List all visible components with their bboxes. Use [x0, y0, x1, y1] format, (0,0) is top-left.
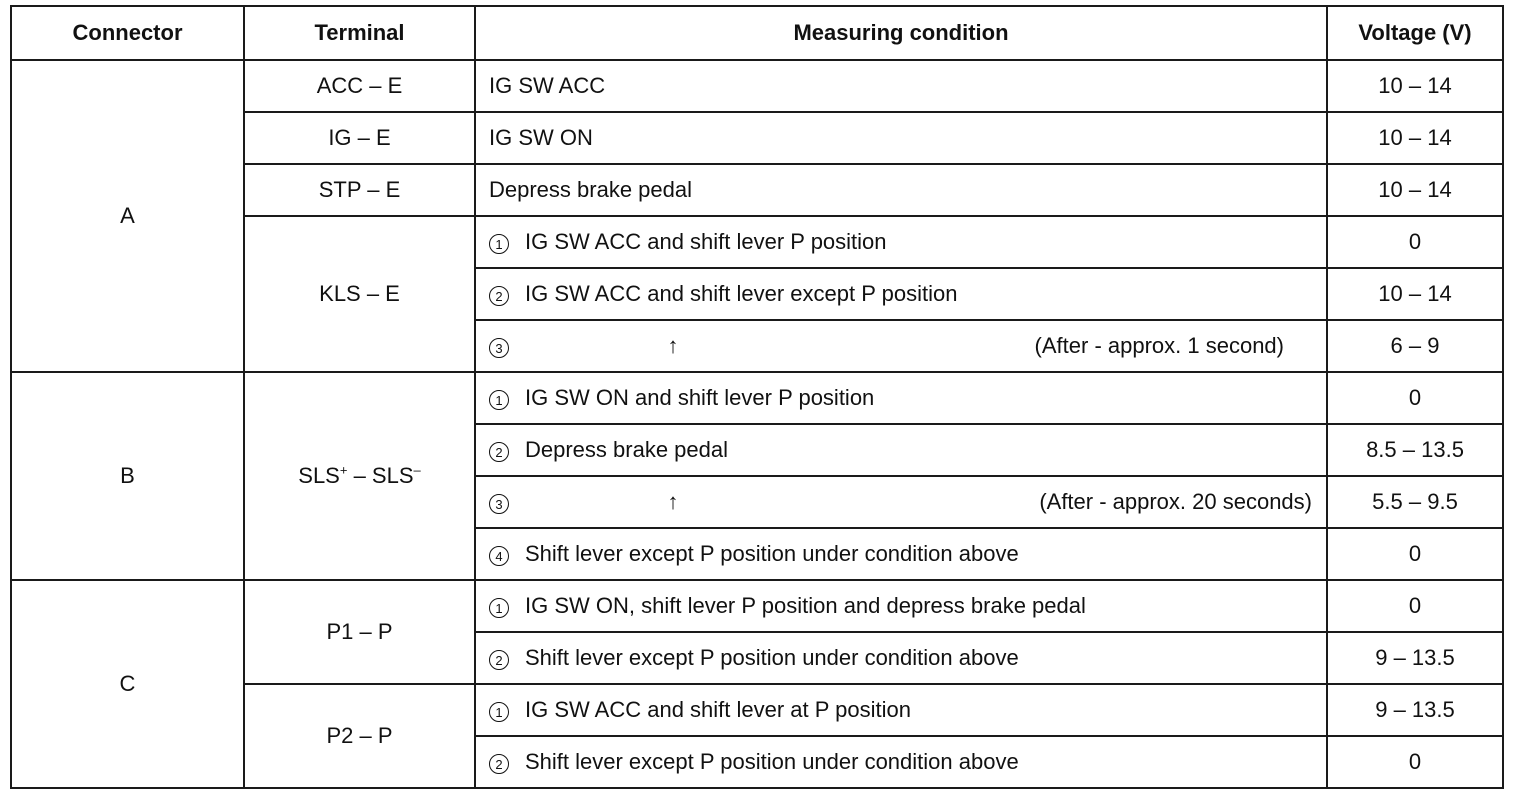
- connector-cell-c: C: [10, 579, 245, 789]
- table-row: 4 Shift lever except P position under con…: [11, 527, 1504, 581]
- voltage-cell: 0: [1326, 735, 1504, 789]
- voltage-cell: 10 – 14: [1326, 163, 1504, 217]
- terminal-text: – SLS: [347, 463, 414, 488]
- terminal-cell: P2 – P: [243, 683, 476, 789]
- header-connector: Connector: [10, 5, 245, 61]
- table-row: STP – E Depress brake pedal 10 – 14: [11, 163, 1504, 217]
- table-row: 3 ↑ (After - approx. 1 second) 6 – 9: [11, 319, 1504, 373]
- terminal-superscript: +: [339, 462, 348, 478]
- step-number-badge: 3: [489, 493, 509, 514]
- condition-text: IG SW ON: [489, 125, 593, 150]
- table-row: IG – E IG SW ON 10 – 14: [11, 111, 1504, 165]
- step-number-badge: 2: [489, 753, 509, 774]
- voltage-spec-table: Connector Terminal Measuring condition V…: [10, 5, 1504, 789]
- terminal-cell: P1 – P: [243, 579, 476, 685]
- condition-cell: 2 Shift lever except P position under con…: [474, 735, 1328, 789]
- voltage-cell: 10 – 14: [1326, 111, 1504, 165]
- up-arrow-icon: ↑: [667, 333, 679, 358]
- step-number-badge: 1: [489, 233, 509, 254]
- connector-cell-a: A: [10, 59, 245, 373]
- condition-text: IG SW ACC and shift lever at P position: [525, 697, 911, 722]
- condition-cell: IG SW ON: [474, 111, 1328, 165]
- step-number-badge: 1: [489, 597, 509, 618]
- voltage-cell: 9 – 13.5: [1326, 683, 1504, 737]
- voltage-cell: 8.5 – 13.5: [1326, 423, 1504, 477]
- condition-text: IG SW ON and shift lever P position: [525, 385, 875, 410]
- step-number-badge: 2: [489, 441, 509, 462]
- table-row: 2 Depress brake pedal 8.5 – 13.5: [11, 423, 1504, 477]
- table-row: C P1 – P 1 IG SW ON, shift lever P positi…: [10, 579, 1504, 789]
- condition-cell: 3 ↑ (After - approx. 20 seconds): [474, 475, 1328, 529]
- condition-cell: 1 IG SW ACC and shift lever at P position: [474, 683, 1328, 737]
- terminal-text: SLS: [298, 463, 340, 488]
- condition-text: IG SW ACC and shift lever except P posit…: [525, 281, 958, 306]
- connector-cell-b: B: [10, 371, 245, 581]
- voltage-cell: 0: [1326, 527, 1504, 581]
- table-row: B SLS+ – SLS– 1 IG SW ON and shift lever …: [10, 371, 1504, 581]
- table-row: KLS – E 1 IG SW ACC and shift lever P pos…: [11, 215, 1504, 373]
- condition-cell: 1 IG SW ON and shift lever P position: [474, 371, 1328, 425]
- condition-text: Shift lever except P position under cond…: [525, 645, 1019, 670]
- voltage-cell: 9 – 13.5: [1326, 631, 1504, 685]
- step-number-badge: 3: [489, 337, 509, 358]
- condition-cell: 2 Shift lever except P position under con…: [474, 631, 1328, 685]
- table-row: 3 ↑ (After - approx. 20 seconds) 5.5 – 9.5: [11, 475, 1504, 529]
- terminal-cell: SLS+ – SLS–: [243, 371, 476, 581]
- step-number-badge: 2: [489, 649, 509, 670]
- header-terminal: Terminal: [243, 5, 476, 61]
- table-row: P2 – P 1 IG SW ACC and shift lever at P p…: [11, 683, 1504, 789]
- header-voltage: Voltage (V): [1326, 5, 1504, 61]
- condition-note: (After - approx. 1 second): [1034, 333, 1284, 358]
- condition-text: IG SW ON, shift lever P position and dep…: [525, 593, 1086, 618]
- condition-text: IG SW ACC and shift lever P position: [525, 229, 887, 254]
- condition-note: (After - approx. 20 seconds): [1039, 489, 1312, 514]
- condition-cell: 1 IG SW ACC and shift lever P position: [474, 215, 1328, 269]
- voltage-cell: 0: [1326, 371, 1504, 425]
- terminal-superscript: –: [413, 462, 421, 478]
- condition-cell: 1 IG SW ON, shift lever P position and de…: [474, 579, 1328, 633]
- header-measuring-condition: Measuring condition: [474, 5, 1328, 61]
- condition-text: Depress brake pedal: [525, 437, 729, 462]
- voltage-cell: 5.5 – 9.5: [1326, 475, 1504, 529]
- condition-cell: 3 ↑ (After - approx. 1 second): [474, 319, 1328, 373]
- voltage-cell: 10 – 14: [1326, 267, 1504, 321]
- table-row: 2 Shift lever except P position under con…: [11, 735, 1504, 789]
- table-row: 2 Shift lever except P position under con…: [11, 631, 1504, 685]
- condition-cell: 2 Depress brake pedal: [474, 423, 1328, 477]
- step-number-badge: 1: [489, 701, 509, 722]
- table-row: A ACC – E IG SW ACC 10 – 14: [10, 59, 1504, 373]
- condition-text: Shift lever except P position under cond…: [525, 541, 1019, 566]
- terminal-cell: ACC – E: [243, 59, 476, 113]
- voltage-cell: 0: [1326, 579, 1504, 633]
- terminal-cell: STP – E: [243, 163, 476, 217]
- condition-cell: 4 Shift lever except P position under con…: [474, 527, 1328, 581]
- up-arrow-icon: ↑: [667, 489, 679, 514]
- condition-cell: 2 IG SW ACC and shift lever except P posi…: [474, 267, 1328, 321]
- table-row: 2 IG SW ACC and shift lever except P posi…: [11, 267, 1504, 321]
- step-number-badge: 4: [489, 545, 509, 566]
- terminal-cell: KLS – E: [243, 215, 476, 373]
- terminal-cell: IG – E: [243, 111, 476, 165]
- voltage-cell: 10 – 14: [1326, 59, 1504, 113]
- condition-cell: IG SW ACC: [474, 59, 1328, 113]
- condition-text: Depress brake pedal: [489, 177, 693, 202]
- condition-cell: Depress brake pedal: [474, 163, 1328, 217]
- voltage-cell: 6 – 9: [1326, 319, 1504, 373]
- condition-text: Shift lever except P position under cond…: [525, 749, 1019, 774]
- header-row: Connector Terminal Measuring condition V…: [10, 5, 1504, 61]
- condition-text: IG SW ACC: [489, 73, 606, 98]
- step-number-badge: 1: [489, 389, 509, 410]
- step-number-badge: 2: [489, 285, 509, 306]
- voltage-cell: 0: [1326, 215, 1504, 269]
